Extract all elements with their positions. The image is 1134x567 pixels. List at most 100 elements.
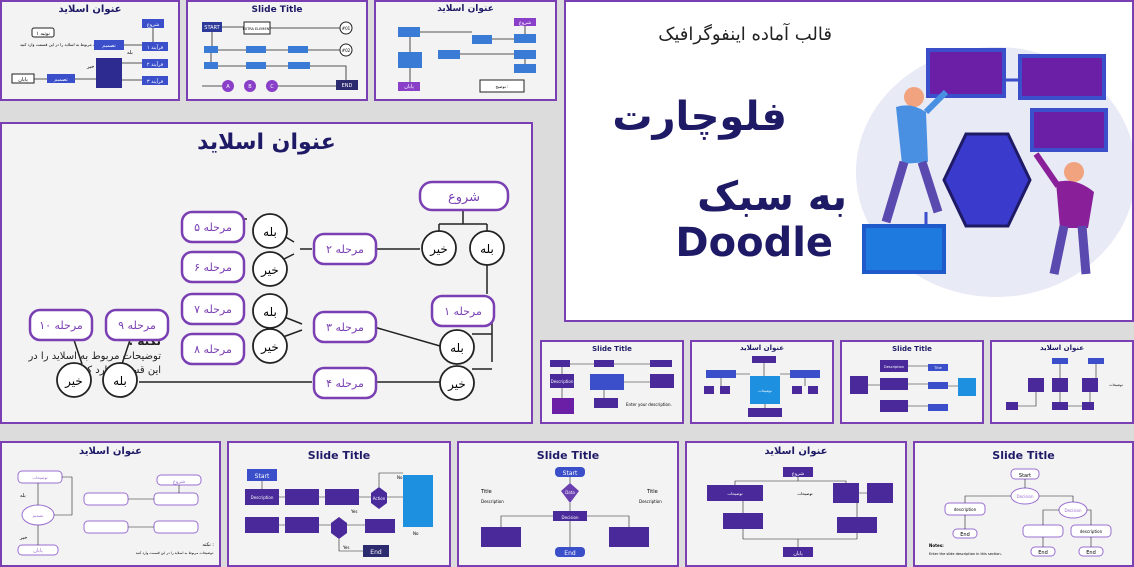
flowchart-diagram: شروع توضیحات بله تصمیم خیر پایان نکته : …: [17, 470, 214, 556]
yes-node: بله: [480, 242, 494, 256]
flowchart-diagram: Description Enter your description.: [550, 360, 674, 414]
thumb-slide-3[interactable]: عنوان اسلاید شروع پایان توضیح :: [374, 0, 557, 101]
start-node: شروع: [519, 20, 531, 26]
phase-3: فرآیند ۳: [147, 78, 164, 85]
center-label: توضیحات: [758, 389, 771, 393]
yes-label: بله: [20, 493, 26, 499]
yes-node-4: بله: [450, 341, 464, 355]
hero-subtitle: قالب آماده اینفوگرافیک: [658, 24, 832, 45]
no-node-5: خیر: [64, 374, 83, 389]
flowchart-diagram: شروع پایان توضیح :: [398, 18, 536, 93]
flowchart-diagram: Start Decision description Decision End …: [929, 468, 1112, 557]
yes-label: Yes: [350, 509, 357, 514]
end-node-mid: End: [1038, 550, 1048, 556]
thumb-slide-2[interactable]: Slide Title START EXTRA ELEMENT #01 #02 …: [186, 0, 368, 101]
yes-label: بله: [127, 50, 133, 56]
circle-a: A: [226, 84, 230, 90]
yes-label-2: Yes: [342, 545, 349, 550]
start-label: شروع: [448, 190, 480, 205]
start-node: Start: [1019, 473, 1031, 479]
no-node-4: خیر: [447, 377, 466, 392]
thumb-slide-5[interactable]: عنوان اسلاید توضیحات: [690, 340, 834, 424]
blue-panel: [862, 224, 946, 274]
stage-3: [312, 310, 378, 344]
purple-panel-3: [1030, 108, 1108, 152]
decision-node-2: Decision: [1064, 508, 1081, 513]
hexagon-shape: [942, 132, 1032, 228]
circle-c: C: [270, 84, 274, 90]
stage-1-label: مرحله ۱: [444, 305, 482, 318]
slide-title: عنوان اسلاید: [764, 446, 828, 457]
thumb-slide-10[interactable]: Slide Title Start Data Title Description…: [457, 441, 679, 567]
main-slide-preview[interactable]: عنوان اسلاید نکته : توضیحات مربوط به اسل…: [0, 122, 533, 424]
person-right-icon: [1033, 152, 1094, 275]
start-node: Start: [255, 473, 270, 480]
desc-label: Description: [551, 379, 574, 384]
decision-node: تصمیم: [33, 513, 44, 518]
thumb-slide-1[interactable]: عنوان اسلاید نوتیه ۱ توضیحات مربوط به اس…: [0, 0, 180, 101]
slide-title: Slide Title: [992, 449, 1055, 462]
thumb-slide-12[interactable]: Slide Title Start Decision description D…: [913, 441, 1134, 567]
stage-8-label: مرحله ۸: [194, 343, 232, 356]
end-node: پایان: [404, 84, 414, 90]
hero-banner: قالب آماده اینفوگرافیک فلوچارت به سبک Do…: [564, 0, 1134, 322]
no-node-2: خیر: [260, 263, 279, 278]
left-desc: Description: [481, 499, 504, 504]
phase-1: فرآیند ۱: [147, 44, 164, 51]
extra-element: EXTRA ELEMENT: [243, 27, 273, 31]
hero-title-line2: به سبک Doodle: [566, 174, 847, 266]
decision-node: تصمیم: [102, 43, 116, 49]
start-node: شروع: [147, 22, 159, 28]
thumb-slide-4[interactable]: Slide Title Description Enter your descr…: [540, 340, 684, 424]
thumb-slide-11[interactable]: عنوان اسلاید شروع توضیحات توضیحات پایان: [685, 441, 907, 567]
thumb-slide-9[interactable]: Slide Title Start Description Action Yes…: [227, 441, 451, 567]
desc-label: توضیحات: [32, 475, 47, 480]
side-label: توضیحات: [1109, 383, 1122, 387]
stage-6: [180, 250, 246, 284]
slide-title: Slide Title: [251, 5, 303, 15]
purple-panel-1: [926, 48, 1006, 98]
desc-1: Description: [251, 495, 274, 500]
decision-node: Decision: [561, 515, 578, 520]
slide-title: Slide Title: [892, 345, 932, 353]
notes-label: Notes:: [929, 543, 944, 548]
slide-title: عنوان اسلاید: [58, 4, 122, 15]
hero-title-en: Doodle: [675, 220, 834, 266]
end-node-left: End: [960, 532, 970, 538]
center-label: توضیحات: [797, 491, 812, 496]
stage-8: [180, 332, 246, 366]
stage-7-label: مرحله ۷: [194, 303, 232, 316]
circle-b: B: [248, 84, 252, 90]
start-node: شروع: [173, 479, 185, 485]
flowchart-diagram: Start Data Title Description Title Descr…: [480, 467, 662, 557]
desc-label: توضیحات: [727, 491, 742, 496]
end-node: پایان: [33, 548, 43, 554]
thumb-slide-7[interactable]: عنوان اسلاید توضیحات: [990, 340, 1134, 424]
footer-text: Enter your description.: [626, 402, 672, 407]
start-node: START: [204, 25, 220, 31]
left-title: Title: [480, 489, 492, 495]
flowchart-diagram: شروع خیر بله مرحله ۲ مرحله ۱ بله خیر مرح…: [28, 180, 510, 401]
slide-title: Slide Title: [592, 345, 632, 353]
flowchart-diagram: نوتیه ۱ توضیحات مربوط به اسلاید را در ای…: [11, 19, 168, 88]
stage-5-label: مرحله ۵: [194, 221, 232, 234]
data-node: Data: [565, 490, 575, 495]
start-node: شروع: [792, 471, 804, 477]
thumb-slide-6[interactable]: Slide Title Description Title: [840, 340, 984, 424]
decision-node-2: تصمیم: [54, 77, 68, 83]
right-desc: Description: [639, 499, 662, 504]
flowchart-diagram: توضیحات: [1006, 358, 1123, 410]
right-title: Title: [646, 489, 658, 495]
stage-9: [104, 308, 170, 342]
number-1: #01: [342, 26, 351, 31]
no-label: خیر: [19, 535, 27, 541]
stage-6-label: مرحله ۶: [194, 261, 232, 274]
thumb-slide-8[interactable]: عنوان اسلاید شروع توضیحات بله تصمیم خیر …: [0, 441, 221, 567]
note-label: نوتیه ۱: [36, 31, 50, 37]
slide-title: Slide Title: [307, 449, 371, 462]
start-node: Start: [563, 470, 578, 477]
slide-title: عنوان اسلاید: [739, 344, 785, 352]
phase-2: فرآیند ۲: [147, 61, 164, 68]
hero-title-fa: به سبک: [697, 174, 847, 220]
stage-10-label: مرحله ۱۰: [39, 319, 83, 332]
